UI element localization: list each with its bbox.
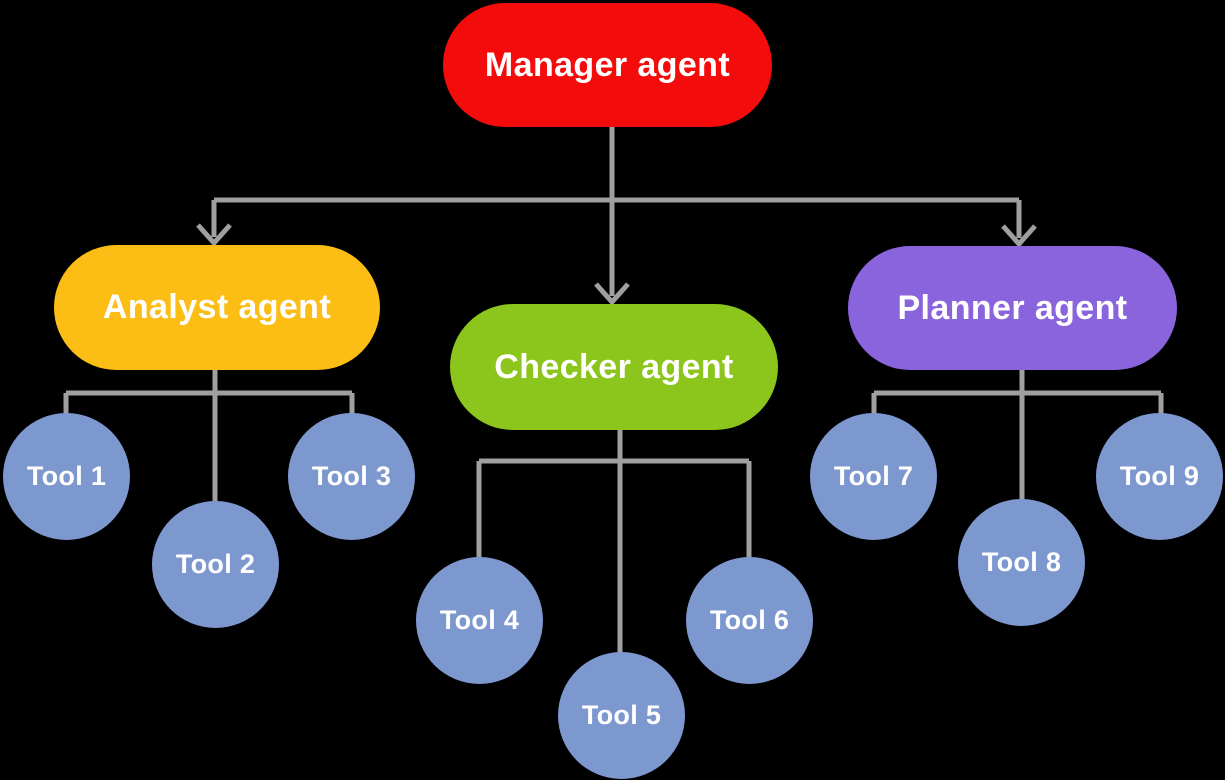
tool-2-label: Tool 2 bbox=[175, 549, 256, 579]
node-tool-7: Tool 7 bbox=[810, 413, 937, 540]
node-tool-6: Tool 6 bbox=[686, 557, 813, 684]
arrowhead-analyst-icon bbox=[196, 223, 232, 247]
analyst-agent-label: Analyst agent bbox=[102, 288, 332, 326]
tool-5-label: Tool 5 bbox=[581, 700, 662, 730]
checker-agent-label: Checker agent bbox=[494, 347, 734, 386]
planner-agent-label: Planner agent bbox=[897, 288, 1128, 327]
node-tool-4: Tool 4 bbox=[416, 557, 543, 684]
manager-agent-label: Manager agent bbox=[484, 45, 731, 84]
tool-4-label: Tool 4 bbox=[439, 605, 520, 635]
arrowhead-checker-icon bbox=[594, 282, 630, 306]
node-tool-1: Tool 1 bbox=[3, 413, 130, 540]
node-analyst-agent: Analyst agent bbox=[54, 245, 380, 370]
node-tool-2: Tool 2 bbox=[152, 501, 279, 628]
node-tool-9: Tool 9 bbox=[1096, 413, 1223, 540]
node-tool-3: Tool 3 bbox=[288, 413, 415, 540]
arrowhead-planner-icon bbox=[1001, 224, 1037, 248]
node-checker-agent: Checker agent bbox=[450, 304, 778, 430]
tool-6-label: Tool 6 bbox=[709, 605, 790, 635]
tool-9-label: Tool 9 bbox=[1119, 461, 1200, 491]
node-manager-agent: Manager agent bbox=[443, 3, 772, 127]
tool-8-label: Tool 8 bbox=[981, 547, 1062, 577]
node-tool-8: Tool 8 bbox=[958, 499, 1085, 626]
node-tool-5: Tool 5 bbox=[558, 652, 685, 779]
node-planner-agent: Planner agent bbox=[848, 246, 1177, 370]
tool-1-label: Tool 1 bbox=[26, 461, 107, 491]
tool-7-label: Tool 7 bbox=[833, 461, 914, 491]
tool-3-label: Tool 3 bbox=[311, 461, 392, 491]
